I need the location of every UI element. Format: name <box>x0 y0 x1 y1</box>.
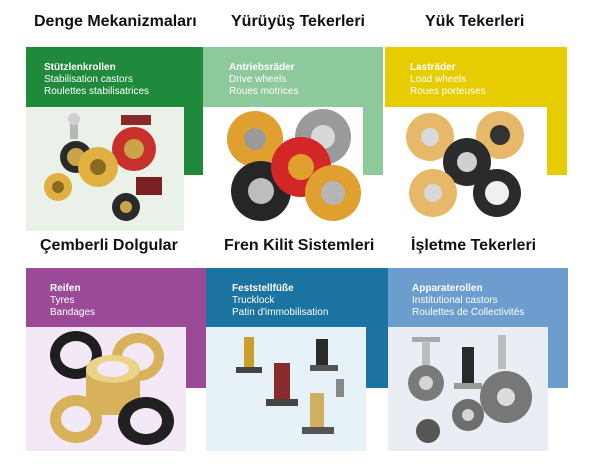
tile-subtitle-en: Trucklock <box>232 295 275 306</box>
tile-subtitle-fr: Bandages <box>50 307 96 318</box>
heading-denge-mekanizmalari: Denge Mekanizmaları <box>34 13 197 30</box>
tile-subtitle-en: Drive wheels <box>229 74 287 85</box>
heading-fren-kilit-sistemleri: Fren Kilit Sistemleri <box>224 237 375 254</box>
product-photo <box>26 107 184 231</box>
tile-title: Feststellfüße <box>232 283 294 294</box>
tile-subtitle-fr: Roues motrices <box>229 86 299 97</box>
heading-yuruyus-tekerleri: Yürüyüş Tekerleri <box>231 13 365 30</box>
product-photo <box>206 327 366 451</box>
tile-title: Stützlenkrollen <box>44 62 116 73</box>
tile-title: Antriebsräder <box>229 62 295 73</box>
tile-subtitle-en: Tyres <box>50 295 75 306</box>
tile-title: Lasträder <box>410 62 456 73</box>
tile-subtitle-fr: Roulettes stabilisatrices <box>44 86 150 97</box>
product-photo <box>388 327 548 451</box>
tile-subtitle-en: Stabilisation castors <box>44 74 133 85</box>
heading-yuk-tekerleri: Yük Tekerleri <box>425 13 525 30</box>
heading-isletme-tekerleri: İşletme Tekerleri <box>411 237 537 254</box>
tile-subtitle-en: Load wheels <box>410 74 467 85</box>
tile-subtitle-fr: Roues porteuses <box>410 86 486 97</box>
tile-subtitle-fr: Roulettes de Collectivités <box>412 307 525 318</box>
product-photo <box>26 327 186 451</box>
tile-title: Apparaterollen <box>412 283 483 294</box>
tile-subtitle-en: Institutional castors <box>412 295 498 306</box>
tile-subtitle-fr: Patin d'immobilisation <box>232 307 329 318</box>
product-photo <box>385 107 547 231</box>
product-photo <box>203 107 363 231</box>
tile-title: Reifen <box>50 283 81 294</box>
heading-cemberli-dolgular: Çemberli Dolgular <box>40 237 178 254</box>
